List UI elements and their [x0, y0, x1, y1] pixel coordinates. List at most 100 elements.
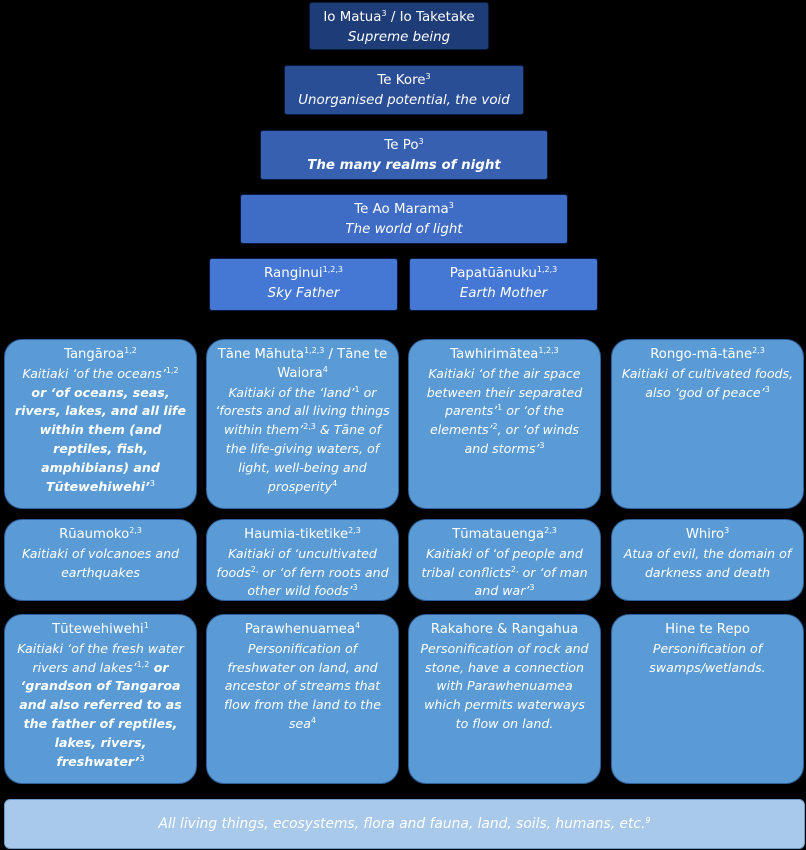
card-description-emphasis: or ‘of oceans, seas, rivers, lakes, and … — [14, 384, 187, 494]
card-name: Rongo-mā-tāne — [650, 347, 753, 362]
card-parawhenuamea: Parawhenuamea4 Personification of freshw… — [206, 614, 399, 784]
card-description: Kaitiaki of the ‘land’ — [228, 384, 355, 400]
tier-te-ao-marama: Te Ao Marama3 The world of light — [240, 194, 568, 244]
card-description: or ‘of fern roots and other wild foods’ — [247, 564, 389, 599]
footnote-ref: 3 — [529, 583, 535, 593]
card-name: Whiro — [685, 527, 725, 542]
card-ruaumoko: Rūaumoko2,3 Kaitiaki of volcanoes and ea… — [4, 519, 197, 601]
footnote-ref: 3 — [381, 9, 387, 18]
footnote-ref: 1 — [354, 384, 360, 394]
card-description: Kaitiaki ‘of the fresh water rivers and … — [17, 640, 184, 675]
tier-te-kore: Te Kore3 Unorganised potential, the void — [284, 65, 524, 115]
tier-description: Unorganised potential, the void — [298, 93, 510, 108]
tier-description: Supreme being — [347, 30, 451, 45]
card-description-emphasis: or ‘grandson of Tangaroa and also referr… — [19, 659, 182, 769]
footnote-ref: 4 — [332, 478, 338, 488]
card-tangaroa: Tangāroa1,2 Kaitiaki ‘of the oceans’1,2 … — [4, 339, 197, 509]
card-description: or ‘forests and all living things within… — [215, 384, 390, 438]
tier-description: The world of light — [345, 222, 463, 237]
tier-description: The many realms of night — [307, 158, 501, 173]
footnote-ref: 4 — [322, 364, 328, 374]
card-description: Kaitiaki ‘of the oceans’ — [22, 365, 166, 381]
footnote-ref: 2,3 — [129, 526, 142, 535]
footnote-ref: 2,3 — [348, 526, 361, 535]
footnote-ref: 3 — [539, 440, 545, 450]
tier-papatuanuku: Papatūānuku1,2,3 Earth Mother — [409, 258, 598, 311]
tier-io-matua: Io Matua3 / Io Taketake Supreme being — [309, 2, 489, 50]
footnote-ref: 2,3 — [544, 526, 557, 535]
card-haumia-tiketike: Haumia-tiketike2,3 Kaitiaki of ‘uncultiv… — [206, 519, 399, 601]
card-description: Kaitiaki of ‘uncultivated foods — [216, 545, 377, 580]
footnote-ref: 1,2 — [136, 659, 150, 669]
footnote-ref: 3 — [724, 526, 730, 535]
card-name: Tawhirimātea — [450, 347, 539, 362]
footnote-ref: 1,2,3 — [322, 265, 343, 274]
footer-all-living-things: All living things, ecosystems, flora and… — [4, 799, 805, 849]
card-description: Personification of freshwater on land, a… — [224, 640, 381, 731]
card-name: Tāne Māhuta — [217, 347, 304, 362]
card-description: Kaitiaki of ‘of people and tribal confli… — [421, 545, 583, 580]
tier-description: Sky Father — [267, 286, 340, 301]
card-tutewehiwehi: Tūtewehiwehi1 Kaitiaki ‘of the fresh wat… — [4, 614, 197, 784]
card-whiro: Whiro3 Atua of evil, the domain of darkn… — [611, 519, 804, 601]
tier-description: Earth Mother — [459, 286, 548, 301]
card-description: Kaitiaki of cultivated foods, also ‘god … — [621, 365, 794, 400]
card-description: & Tāne of the life-giving waters, of lig… — [225, 422, 381, 494]
card-name: Tūmatauenga — [452, 527, 545, 542]
footnote-ref: 3 — [418, 137, 424, 146]
card-tumatauenga: Tūmatauenga2,3 Kaitiaki of ‘of people an… — [408, 519, 601, 601]
tier-name: Te Kore — [377, 73, 426, 88]
card-description: or ‘of man and war’ — [474, 564, 588, 599]
card-description: Kaitiaki ‘of the air space between their… — [426, 365, 583, 419]
footnote-ref: 1,2,3 — [536, 265, 558, 274]
footnote-ref: 9 — [645, 816, 651, 825]
footer-text: All living things, ecosystems, flora and… — [158, 816, 646, 832]
tier-ranginui: Ranginui1,2,3 Sky Father — [209, 258, 398, 311]
footnote-ref: 3 — [764, 384, 770, 394]
footnote-ref: 1,2,3 — [303, 346, 325, 355]
footnote-ref: 3 — [352, 583, 358, 593]
footnote-ref: 3 — [425, 72, 431, 81]
footnote-ref: 3 — [139, 753, 145, 763]
footnote-ref: 3 — [448, 201, 454, 210]
footnote-ref: 2,3 — [752, 346, 765, 355]
card-name: Haumia-tiketike — [244, 527, 349, 542]
card-description: Atua of evil, the domain of darkness and… — [623, 545, 792, 580]
footnote-ref: 4 — [310, 715, 317, 725]
footnote-ref: 1,2 — [124, 346, 137, 355]
footnote-ref: 1,2,3 — [538, 346, 559, 355]
card-name: Rakahore & Rangahua — [430, 622, 579, 637]
footnote-ref: 3 — [149, 478, 155, 488]
card-description: , or ‘of winds and storms’ — [464, 422, 579, 456]
card-rongo-ma-tane: Rongo-mā-tāne2,3 Kaitiaki of cultivated … — [611, 339, 804, 509]
card-name: Tūtewehiwehi — [52, 622, 144, 637]
card-name: Hine te Repo — [665, 622, 750, 637]
card-tawhirimatea: Tawhirimātea1,2,3 Kaitiaki ‘of the air s… — [408, 339, 601, 509]
tier-name: Te Ao Marama — [354, 202, 449, 217]
tier-te-po: Te Po3 The many realms of night — [260, 130, 548, 180]
footnote-ref: 1 — [143, 621, 149, 630]
card-hine-te-repo: Hine te Repo Personification of swamps/w… — [611, 614, 804, 784]
footnote-ref: 1 — [497, 403, 503, 413]
card-name: Tangāroa — [64, 347, 125, 362]
card-description: Kaitiaki of volcanoes and earthquakes — [21, 545, 180, 580]
card-description: or ‘of the elements’ — [430, 403, 564, 438]
tier-name-tail: / Io Taketake — [386, 10, 475, 25]
card-description: Personification of swamps/wetlands. — [649, 640, 766, 675]
tier-name: Io Matua — [323, 10, 382, 25]
card-rakahore-rangahua: Rakahore & Rangahua Personification of r… — [408, 614, 601, 784]
card-name: Rūaumoko — [59, 527, 130, 542]
tier-name: Papatūānuku — [449, 266, 537, 281]
card-description: Personification of rock and stone, have … — [420, 640, 589, 731]
tier-name: Te Po — [384, 138, 419, 153]
footnote-ref: 2,3 — [303, 422, 316, 432]
footnote-ref: 2 — [492, 422, 498, 432]
footnote-ref: 4 — [354, 621, 361, 630]
card-name-alt: / Tāne te Waiora — [277, 347, 388, 381]
tier-name: Ranginui — [264, 266, 323, 281]
footnote-ref: 2, — [250, 564, 259, 574]
card-name: Parawhenuamea — [244, 622, 355, 637]
footnote-ref: 1,2 — [165, 365, 179, 375]
footnote-ref: 2, — [510, 564, 519, 574]
card-tane: Tāne Māhuta1,2,3 / Tāne te Waiora4 Kaiti… — [206, 339, 399, 509]
